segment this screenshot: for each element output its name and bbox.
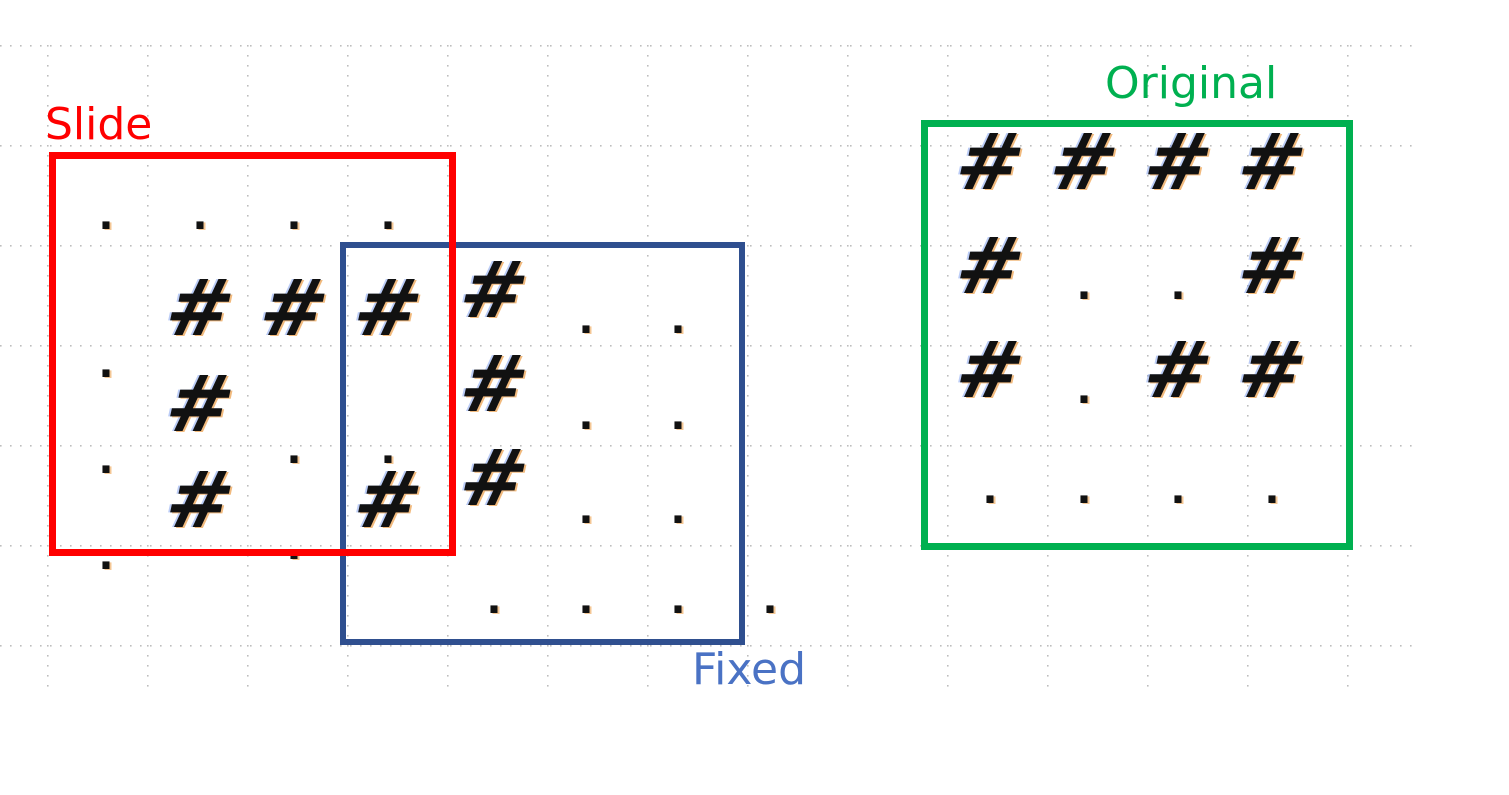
slide-cell-r2c1: . xyxy=(98,341,114,387)
slide-cell-r4c1: . xyxy=(98,533,114,579)
original-cell-r2c4: # xyxy=(1229,222,1315,312)
fixed-cell-r2c2: . xyxy=(578,393,594,439)
original-cell-r3c4: # xyxy=(1229,326,1315,416)
original-label: Original xyxy=(1105,58,1278,109)
fixed-cell-r4c1: . xyxy=(486,577,502,623)
original-cell-r4c1: . xyxy=(982,467,998,513)
fixed-cell-r3c2: . xyxy=(578,487,594,533)
slide-label: Slide xyxy=(45,99,153,150)
slide-cell-r3c3: . xyxy=(286,427,302,473)
slide-cell-r1c1: . xyxy=(98,193,114,239)
slide-cell-r3c4: . xyxy=(380,427,396,473)
fixed-cell-r4c2: . xyxy=(578,577,594,623)
slide-cell-r3c1: . xyxy=(98,437,114,483)
original-cell-r1c4: # xyxy=(1229,118,1315,208)
slide-cell-r4c3: . xyxy=(286,523,302,569)
slide-cell-r1c2: . xyxy=(192,193,208,239)
slide-cell-r1c3: . xyxy=(286,193,302,239)
fixed-cell-r1c2: . xyxy=(578,297,594,343)
original-cell-r2c1: # xyxy=(947,222,1033,312)
fixed-cell-r2c3: . xyxy=(670,393,686,439)
original-cell-r4c3: . xyxy=(1170,467,1186,513)
fixed-cell-r3c3: . xyxy=(670,487,686,533)
slide-cell-r1c4: . xyxy=(380,193,396,239)
fixed-cell-r1c3: . xyxy=(670,297,686,343)
original-cell-r4c2: . xyxy=(1076,467,1092,513)
fixed-cell-r4c4: . xyxy=(762,577,778,623)
slide-grid-frame xyxy=(49,152,456,556)
original-grid-frame xyxy=(921,120,1353,550)
fixed-grid-frame xyxy=(340,242,745,645)
fixed-cell-r4c3: . xyxy=(670,577,686,623)
fixed-label: Fixed xyxy=(692,644,807,695)
original-cell-r2c2: . xyxy=(1076,263,1092,309)
original-cell-r3c2: . xyxy=(1076,367,1092,413)
original-cell-r3c1: # xyxy=(947,326,1033,416)
original-cell-r2c3: . xyxy=(1170,263,1186,309)
original-cell-r4c4: . xyxy=(1264,467,1280,513)
